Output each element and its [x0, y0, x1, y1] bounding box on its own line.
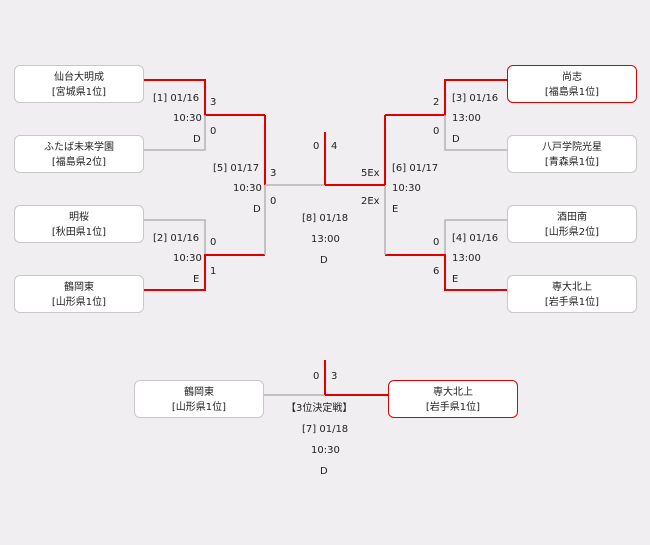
match3-label: [3] 01/16 [452, 93, 499, 104]
match5-label: [5] 01/17 [213, 163, 260, 174]
team-box-shoshi[interactable]: 尚志 [福島県1位] [507, 65, 637, 103]
match6-court: E [392, 204, 399, 215]
match4-score-top: 0 [433, 237, 440, 248]
team-pref: [岩手県1位] [425, 402, 481, 413]
final-time: 13:00 [311, 234, 340, 245]
match2-score-bottom: 1 [210, 266, 217, 277]
team-pref: [山形県1位] [171, 402, 227, 413]
team-pref: [福島県1位] [544, 87, 600, 98]
third-score-left: 0 [313, 371, 320, 382]
team-pref: [青森県1位] [544, 157, 600, 168]
bracket-line-sakata [444, 219, 507, 255]
bracket-line-tsuruoka [144, 254, 265, 291]
team-name: 専大北上 [552, 282, 592, 293]
bracket-line-meio [144, 219, 206, 255]
third-place-title: 【3位決定戦】 [286, 403, 353, 414]
team-name: 鶴岡東 [184, 387, 214, 398]
team-pref: [宮城県1位] [51, 87, 107, 98]
team-pref: [福島県2位] [51, 157, 107, 168]
final-court: D [320, 255, 328, 266]
bracket-line-shoshi [385, 79, 507, 116]
match5-score-top: 3 [270, 168, 277, 179]
match5-score-bottom: 0 [270, 196, 277, 207]
bracket-line-futaba [144, 115, 206, 151]
match3-time: 13:00 [452, 113, 481, 124]
match6-time: 10:30 [392, 183, 421, 194]
match2-score-top: 0 [210, 237, 217, 248]
match1-court: D [193, 134, 201, 145]
match5-court: D [253, 204, 261, 215]
match2-time: 10:30 [173, 253, 202, 264]
team-box-third-left[interactable]: 鶴岡東 [山形県1位] [134, 380, 264, 418]
match4-time: 13:00 [452, 253, 481, 264]
team-box-futaba[interactable]: ふたば未来学園 [福島県2位] [14, 135, 144, 173]
third-court: D [320, 466, 328, 477]
final-score-left: 0 [313, 141, 320, 152]
match6-score-top: 5Ex [361, 168, 380, 179]
team-pref: [岩手県1位] [544, 297, 600, 308]
third-time: 10:30 [311, 445, 340, 456]
team-pref: [山形県2位] [544, 227, 600, 238]
team-name: 明桜 [69, 212, 89, 223]
match1-score-top: 3 [210, 97, 217, 108]
match6-label: [6] 01/17 [392, 163, 439, 174]
team-box-hachinohe[interactable]: 八戸学院光星 [青森県1位] [507, 135, 637, 173]
match3-score-top: 2 [433, 97, 440, 108]
team-name: 酒田南 [557, 212, 587, 223]
team-box-meio[interactable]: 明桜 [秋田県1位] [14, 205, 144, 243]
team-name: 専大北上 [433, 387, 473, 398]
team-name: 鶴岡東 [64, 282, 94, 293]
match3-score-bottom: 0 [433, 126, 440, 137]
match5-time: 10:30 [233, 183, 262, 194]
final-label: [8] 01/18 [302, 213, 349, 224]
match4-label: [4] 01/16 [452, 233, 499, 244]
team-name: 尚志 [562, 72, 582, 83]
match1-label: [1] 01/16 [153, 93, 200, 104]
third-score-right: 3 [331, 371, 338, 382]
bracket-line-sendaihoku [385, 254, 507, 291]
match6-score-bottom: 2Ex [361, 196, 380, 207]
team-pref: [山形県1位] [51, 297, 107, 308]
match1-time: 10:30 [173, 113, 202, 124]
team-name: 八戸学院光星 [542, 142, 602, 153]
match2-label: [2] 01/16 [153, 233, 200, 244]
team-name: ふたば未来学園 [44, 142, 114, 153]
team-box-sendaihoku[interactable]: 専大北上 [岩手県1位] [507, 275, 637, 313]
team-name: 仙台大明成 [54, 72, 104, 83]
match4-score-bottom: 6 [433, 266, 440, 277]
team-box-sakata[interactable]: 酒田南 [山形県2位] [507, 205, 637, 243]
team-pref: [秋田県1位] [51, 227, 107, 238]
match4-court: E [452, 274, 459, 285]
team-box-tsuruoka[interactable]: 鶴岡東 [山形県1位] [14, 275, 144, 313]
match1-score-bottom: 0 [210, 126, 217, 137]
team-box-sendai[interactable]: 仙台大明成 [宮城県1位] [14, 65, 144, 103]
team-box-third-right[interactable]: 専大北上 [岩手県1位] [388, 380, 518, 418]
match2-court: E [193, 274, 200, 285]
match3-court: D [452, 134, 460, 145]
bracket-line-hachinohe [444, 115, 507, 151]
bracket-line-sendai [144, 79, 265, 116]
third-label: [7] 01/18 [302, 424, 349, 435]
final-score-right: 4 [331, 141, 338, 152]
